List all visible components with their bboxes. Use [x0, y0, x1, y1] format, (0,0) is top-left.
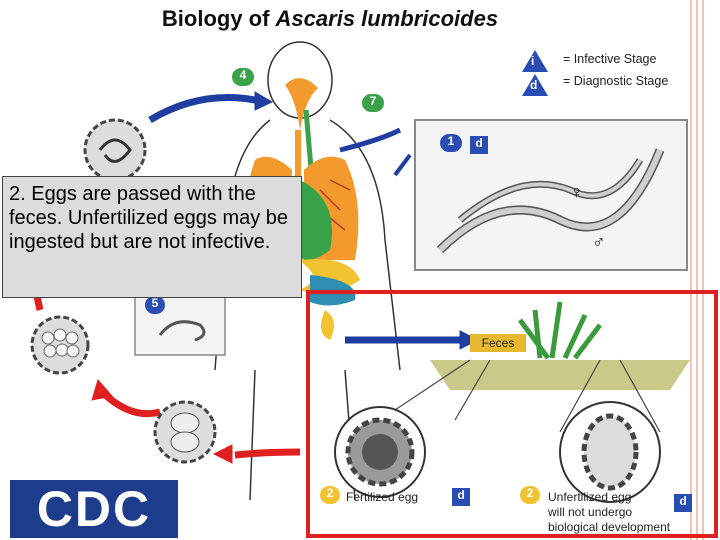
feces-label: Feces — [470, 334, 526, 352]
cdc-logo-text: CDC — [36, 481, 152, 537]
legend-infective-label: = Infective Stage — [563, 52, 657, 66]
unfertilized-line-3: biological development — [548, 520, 671, 534]
legend-infective: = Infective Stage — [563, 52, 656, 66]
step-1-d-badge: d — [470, 136, 488, 154]
unfertilized-d-badge: d — [674, 494, 692, 512]
legend-badge-diagnostic — [522, 74, 548, 96]
title-species: Ascaris lumbricoides — [275, 6, 499, 31]
step-i-badge: i — [112, 100, 116, 114]
fertilized-egg-closeup — [334, 406, 426, 498]
caption-box: 2. Eggs are passed with the feces. Unfer… — [2, 176, 302, 298]
pharynx-shape — [285, 78, 318, 130]
male-symbol: ♂ — [592, 232, 606, 252]
title-prefix: Biology of — [161, 6, 276, 31]
caption-text: 2. Eggs are passed with the feces. Unfer… — [9, 183, 289, 253]
step-2-fertilized-badge: 2 — [320, 486, 340, 504]
legend-badge-d-text: d — [530, 78, 538, 92]
soil-with-grass — [379, 301, 690, 433]
legend-badge-infective — [522, 50, 548, 72]
step-7-badge: 7 — [362, 94, 384, 112]
highlight-frame — [306, 290, 718, 538]
unfertilized-egg-closeup — [559, 401, 661, 503]
step-5-badge: 5 — [145, 296, 165, 314]
blue-arrows — [148, 91, 480, 350]
fertilized-d-badge: d — [452, 488, 470, 506]
egg-larva-developing — [30, 315, 90, 375]
legend-diagnostic: = Diagnostic Stage — [563, 74, 668, 88]
unfertilized-line-2: will not undergo — [548, 505, 633, 519]
page-title: Biology of Ascaris lumbricoides — [0, 6, 660, 32]
legend-diagnostic-label: = Diagnostic Stage — [563, 74, 669, 88]
cdc-logo — [10, 480, 178, 538]
female-symbol: ♀ — [570, 182, 584, 202]
egg-infective — [83, 118, 147, 182]
step-2-unfertilized-badge: 2 — [520, 486, 540, 504]
legend-badge-i-text: i — [531, 54, 535, 68]
unfertilized-line-1: Unfertilized egg — [548, 490, 632, 504]
step-4-badge: 4 — [232, 68, 254, 86]
fertilized-egg-label: Fertilized egg — [346, 490, 419, 504]
slide-border — [690, 0, 704, 540]
egg-two-cell — [153, 400, 217, 464]
colon-shape — [321, 310, 334, 340]
step-1-badge: 1 — [440, 134, 462, 152]
